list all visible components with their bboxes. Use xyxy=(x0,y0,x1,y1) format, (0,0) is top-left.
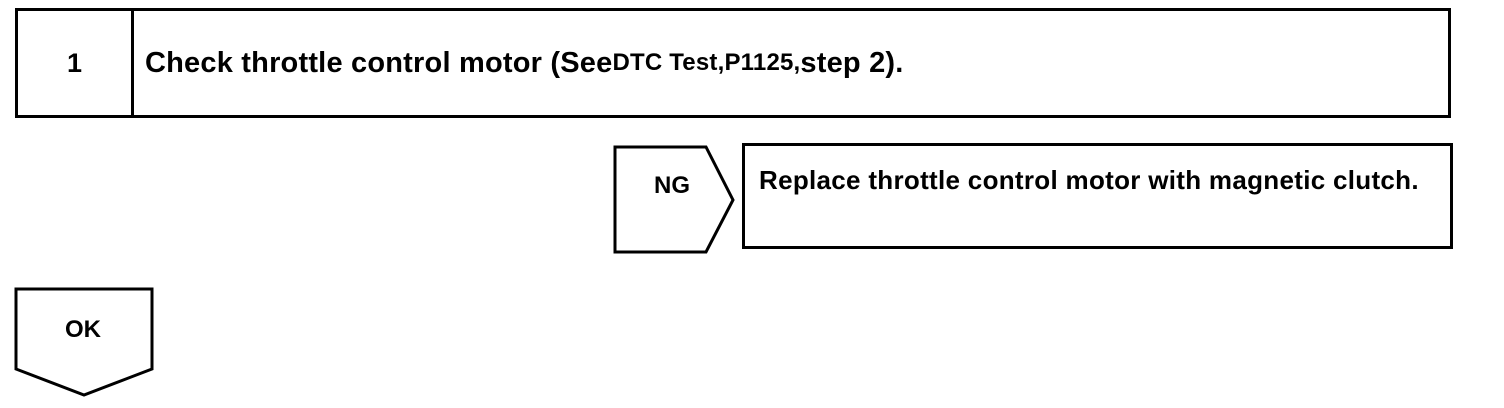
step-instruction-reference: DTC Test,P1125, xyxy=(612,49,801,76)
ng-action-text: Replace throttle control motor with magn… xyxy=(759,165,1419,195)
ng-label: NG xyxy=(654,172,690,199)
ng-arrow-shape xyxy=(613,145,735,254)
ng-action-box: Replace throttle control motor with magn… xyxy=(742,143,1453,249)
step-number: 1 xyxy=(18,11,134,115)
step-box: 1 Check throttle control motor (See DTC … xyxy=(15,8,1451,118)
ok-label: OK xyxy=(65,316,101,343)
step-instruction: Check throttle control motor (See DTC Te… xyxy=(145,11,904,115)
step-instruction-end: step 2). xyxy=(800,46,904,79)
step-instruction-main: Check throttle control motor (See xyxy=(145,46,613,79)
ok-arrow-shape xyxy=(14,287,154,397)
